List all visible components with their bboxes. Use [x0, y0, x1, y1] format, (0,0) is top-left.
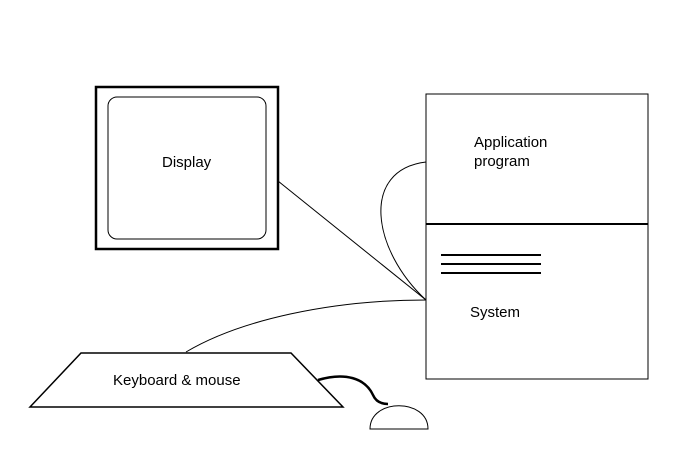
keyboard-to-system-curve [185, 299, 427, 353]
keyboard-shape [28, 352, 345, 408]
display-screen [107, 96, 267, 240]
display-outer-frame [94, 85, 280, 251]
system-box [425, 223, 649, 380]
display-to-system-line [277, 180, 427, 301]
connections [185, 161, 427, 353]
application-program-box [425, 93, 649, 225]
keyboard-mouse-label: Keyboard & mouse [113, 372, 241, 389]
mouse-icon [369, 405, 429, 430]
application-program-label-line1: Application [474, 134, 548, 151]
system-label: System [470, 304, 521, 321]
application-program-label-line2: program [474, 153, 530, 170]
application-to-system-curve [380, 161, 427, 301]
mouse-cable [317, 375, 389, 406]
display-monitor [94, 85, 280, 251]
display-label: Display [162, 154, 212, 171]
computer-box [425, 93, 649, 380]
